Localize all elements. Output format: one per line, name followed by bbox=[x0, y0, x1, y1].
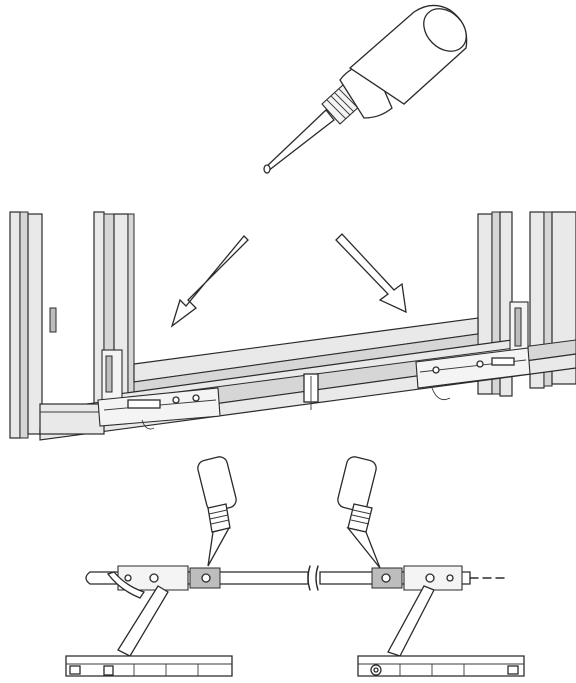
oil-bottle-icon bbox=[337, 456, 381, 569]
hinge-bracket-left bbox=[97, 349, 221, 430]
oil-bottle-icon bbox=[197, 456, 237, 567]
arrow-down-left-icon bbox=[170, 235, 249, 328]
window-frame bbox=[9, 211, 576, 441]
hinge-arm-icon bbox=[65, 565, 525, 677]
hinge-bracket-right bbox=[415, 301, 531, 401]
oil-bottle-top bbox=[263, 4, 468, 174]
arrow-down-right-icon bbox=[335, 233, 407, 314]
